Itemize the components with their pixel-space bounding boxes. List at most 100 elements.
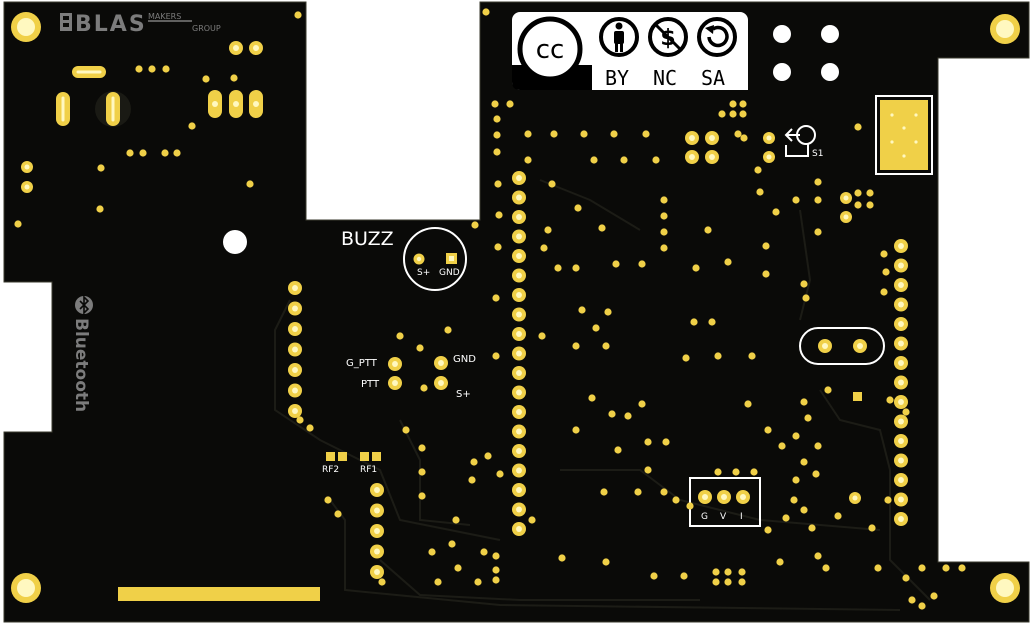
pads-layer [21, 131, 908, 579]
via [886, 396, 894, 404]
via [148, 65, 156, 73]
pad [512, 210, 526, 224]
via [470, 458, 478, 466]
vias-layer [14, 8, 966, 610]
bluetooth-label: Bluetooth [71, 318, 91, 412]
via [544, 226, 552, 234]
via [712, 568, 720, 576]
pad [763, 151, 775, 163]
connector-label-v: V [720, 512, 727, 522]
via [672, 496, 680, 504]
pad [388, 376, 402, 390]
via [734, 130, 742, 138]
antenna-pad [118, 587, 320, 601]
pad [288, 404, 302, 418]
via [762, 270, 770, 278]
pad [894, 512, 908, 526]
via [506, 100, 514, 108]
via [468, 476, 476, 484]
ptt-label: PTT [361, 379, 380, 390]
via [902, 408, 910, 416]
via [729, 110, 737, 118]
gvi-connector [689, 477, 761, 527]
via [750, 468, 758, 476]
via [162, 65, 170, 73]
pad [434, 356, 448, 370]
via [800, 458, 808, 466]
via [744, 400, 752, 408]
cc-license-badge: $ [512, 12, 748, 90]
via [714, 468, 722, 476]
pad [512, 483, 526, 497]
via [444, 326, 452, 334]
via [493, 131, 501, 139]
usb-connector-pads [56, 66, 131, 127]
via [748, 352, 756, 360]
pad [512, 229, 526, 244]
pad [512, 346, 526, 361]
ptt-label-g: G_PTT [346, 358, 378, 369]
via [772, 208, 780, 216]
pad [705, 150, 719, 164]
via [814, 552, 822, 560]
via [492, 352, 500, 360]
via [378, 578, 386, 586]
via [704, 226, 712, 234]
via [686, 502, 694, 510]
via [598, 224, 606, 232]
logo-sub-bottom: GROUP [192, 24, 221, 33]
via [800, 398, 808, 406]
via [652, 156, 660, 164]
pad [894, 356, 908, 370]
via [868, 524, 876, 532]
via [495, 211, 503, 219]
via [334, 510, 342, 518]
license-sa: SA [701, 66, 725, 90]
oscillator [799, 327, 885, 365]
via [644, 438, 652, 446]
via [418, 492, 426, 500]
svg-text:$: $ [660, 26, 675, 51]
via [790, 496, 798, 504]
via [578, 306, 586, 314]
via [135, 65, 143, 73]
via [614, 446, 622, 454]
via [882, 268, 890, 276]
via [492, 566, 500, 574]
pad [512, 502, 526, 517]
pad [388, 357, 402, 371]
audio-label-gnd: GND [453, 354, 476, 365]
via [930, 592, 938, 600]
pad [288, 281, 302, 295]
via [814, 442, 822, 450]
connector-label-i: I [740, 512, 743, 522]
via [448, 540, 456, 548]
via [854, 189, 862, 197]
pad [370, 524, 384, 538]
via [324, 496, 332, 504]
via [554, 264, 562, 272]
pad [288, 363, 302, 377]
pad [512, 385, 526, 400]
via [908, 596, 916, 604]
via [690, 318, 698, 326]
via [474, 578, 482, 586]
via [493, 148, 501, 156]
via [792, 196, 800, 204]
via [610, 130, 618, 138]
via [420, 384, 428, 392]
via [732, 468, 740, 476]
via [792, 432, 800, 440]
via [604, 308, 612, 316]
pad [894, 317, 908, 331]
via [712, 578, 720, 586]
switch-s1 [784, 125, 816, 157]
via [492, 576, 500, 584]
via [634, 488, 642, 496]
via [558, 554, 566, 562]
pad [840, 192, 852, 204]
via [724, 578, 732, 586]
pad [894, 239, 908, 253]
pad [370, 483, 384, 497]
via [738, 578, 746, 586]
